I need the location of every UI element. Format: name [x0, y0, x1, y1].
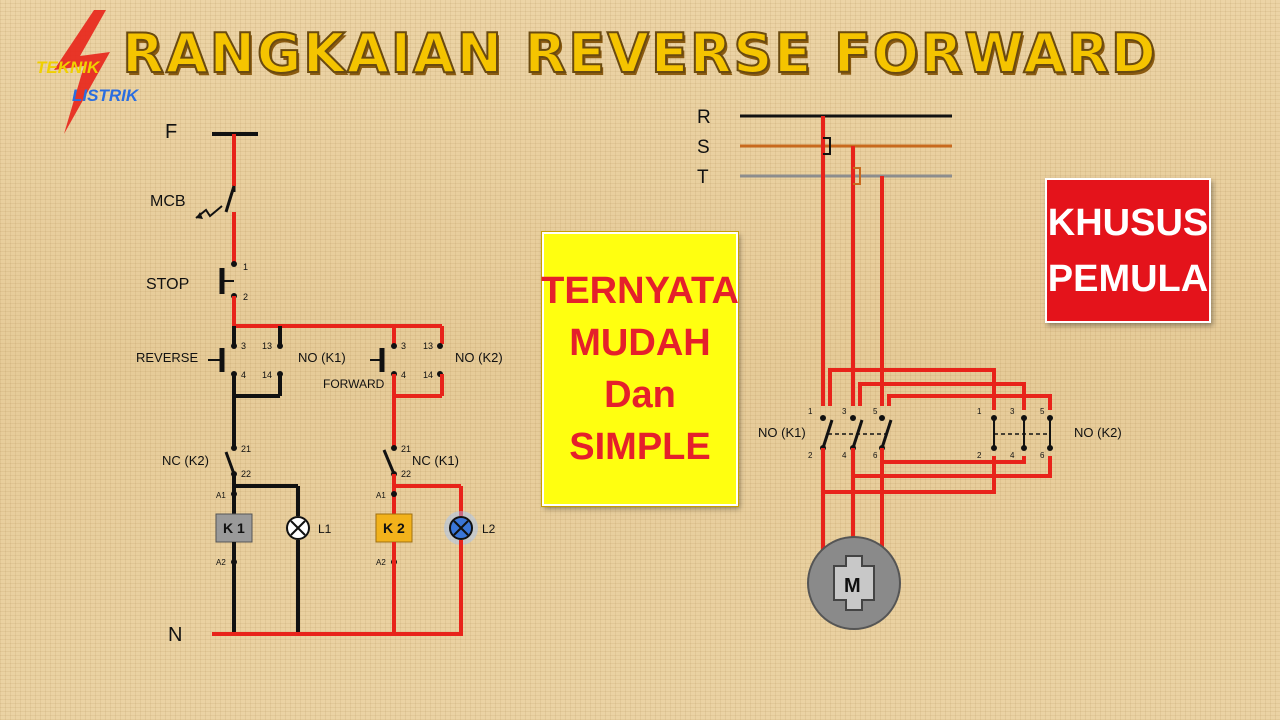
- k2-pole-2: 2: [977, 451, 982, 460]
- callout-line-3: Dan: [604, 374, 676, 416]
- no-k1-terminal-14: 14: [262, 370, 272, 380]
- reverse-terminal-3: 3: [241, 341, 246, 351]
- callout-beginners: KHUSUS PEMULA: [1045, 178, 1211, 323]
- forward-button-symbol: [370, 343, 397, 377]
- k1-a2: A2: [216, 558, 226, 567]
- stop-terminal-2: 2: [243, 292, 248, 302]
- nc-k2-terminal-21: 21: [241, 444, 251, 454]
- stop-terminal-1: 1: [243, 262, 248, 272]
- phase-label: F: [165, 121, 177, 143]
- callout-line-4: SIMPLE: [569, 426, 711, 468]
- control-circuit: F MCB 1 2 STOP: [136, 121, 503, 646]
- k1-pole-4: 4: [842, 451, 847, 460]
- callout-red-line-2: PEMULA: [1047, 257, 1209, 300]
- k2-pole-4: 4: [1010, 451, 1015, 460]
- callout-line-2: MUDAH: [569, 322, 711, 364]
- callout-red-line-1: KHUSUS: [1047, 201, 1209, 244]
- k2-pole-1: 1: [977, 407, 982, 416]
- reverse-terminal-4: 4: [241, 370, 246, 380]
- nc-k1-terminal-22: 22: [401, 469, 411, 479]
- no-k1-label: NO (K1): [298, 350, 346, 365]
- k2-main-contacts: [991, 415, 1053, 451]
- coil-k2: [375, 513, 413, 543]
- k1-pole-1: 1: [808, 407, 813, 416]
- reverse-button-symbol: [208, 343, 237, 377]
- k1-pole-2: 2: [808, 451, 813, 460]
- lamp-l1: [286, 516, 310, 540]
- mcb-symbol: [195, 185, 236, 219]
- forward-terminal-3: 3: [401, 341, 406, 351]
- phase-r-label: R: [697, 107, 711, 128]
- power-no-k1-label: NO (K1): [758, 425, 806, 440]
- motor-icon: [807, 536, 901, 630]
- k2-a2: A2: [376, 558, 386, 567]
- coil-k1-label: K 1: [223, 520, 245, 536]
- nc-k2-label: NC (K2): [162, 453, 209, 468]
- neutral-label: N: [168, 624, 182, 646]
- forward-terminal-4: 4: [401, 370, 406, 380]
- callout-line-1: TERNYATA: [541, 270, 739, 312]
- lamp-l1-label: L1: [318, 522, 332, 536]
- k1-main-contacts: [820, 415, 893, 451]
- k2-pole-6: 6: [1040, 451, 1045, 460]
- coil-k1: [215, 513, 253, 543]
- page-title: RANGKAIAN REVERSE FORWARD: [121, 21, 1158, 86]
- callout-simple: TERNYATA MUDAH Dan SIMPLE: [541, 232, 739, 506]
- k2-pole-3: 3: [1010, 407, 1015, 416]
- no-k2-label: NO (K2): [455, 350, 503, 365]
- no-k2-terminal-13: 13: [423, 341, 433, 351]
- forward-label: FORWARD: [323, 377, 385, 391]
- nc-k2-terminal-22: 22: [241, 469, 251, 479]
- k1-a1: A1: [216, 491, 226, 500]
- k1-pole-6: 6: [873, 451, 878, 460]
- lamp-l2: [444, 511, 478, 545]
- motor-label: M: [844, 575, 861, 597]
- nc-k1-terminal-21: 21: [401, 444, 411, 454]
- no-k2-terminal-14: 14: [423, 370, 433, 380]
- nc-k1-label: NC (K1): [412, 453, 459, 468]
- lightning-bolt-icon: [54, 10, 110, 134]
- stop-label: STOP: [146, 276, 189, 293]
- phase-s-label: S: [697, 137, 710, 158]
- k1-pole-3: 3: [842, 407, 847, 416]
- logo: TEKNIK LISTRIK: [14, 8, 144, 138]
- power-circuit: R S T 1 3 5 2 4 6: [697, 107, 1122, 630]
- stop-button-symbol: [219, 261, 237, 299]
- logo-text-top: TEKNIK: [36, 58, 100, 77]
- nc-k2-symbol: [224, 445, 237, 477]
- k2-a1: A1: [376, 491, 386, 500]
- logo-text-bottom: LISTRIK: [72, 86, 139, 105]
- mcb-label: MCB: [150, 193, 186, 210]
- lamp-l2-label: L2: [482, 522, 496, 536]
- no-k1-terminal-13: 13: [262, 341, 272, 351]
- coil-k2-label: K 2: [383, 520, 405, 536]
- k2-pole-5: 5: [1040, 407, 1045, 416]
- reverse-label: REVERSE: [136, 350, 198, 365]
- phase-t-label: T: [697, 167, 709, 188]
- k1-pole-5: 5: [873, 407, 878, 416]
- power-no-k2-label: NO (K2): [1074, 425, 1122, 440]
- nc-k1-symbol: [382, 445, 397, 477]
